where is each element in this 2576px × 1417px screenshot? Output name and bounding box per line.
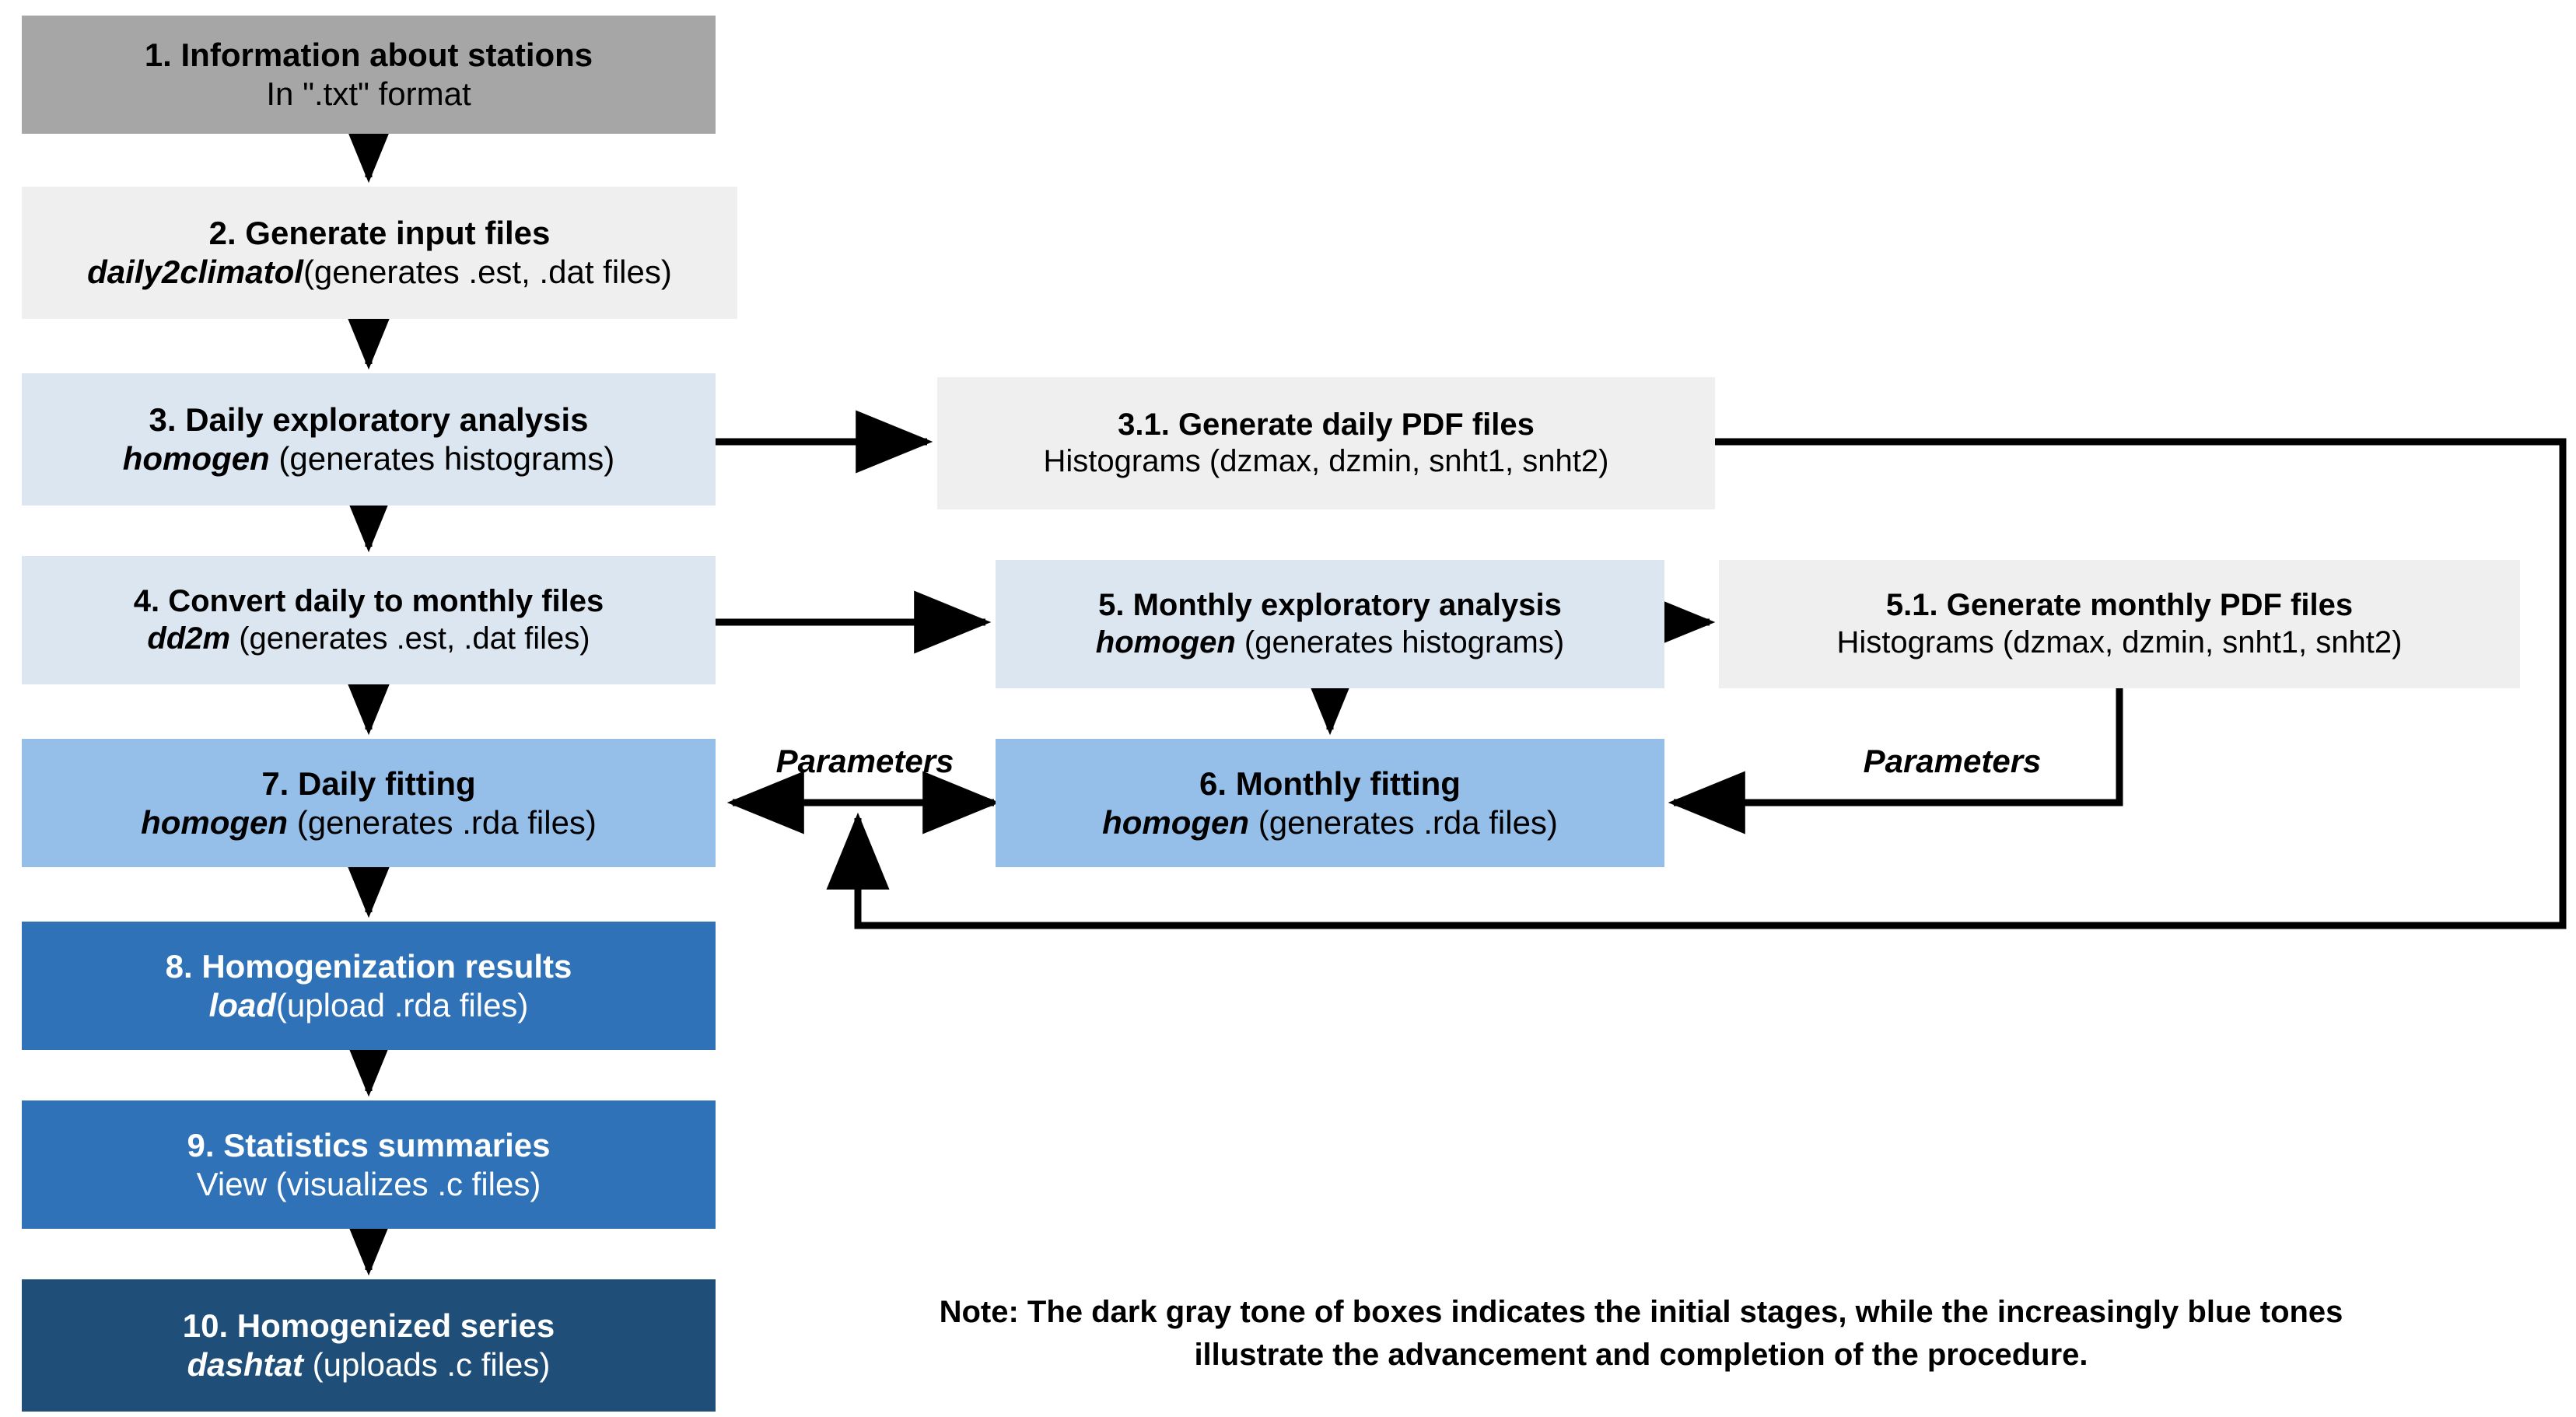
node-1-information-about-stations[interactable]: 1. Information about stations In ".txt" … [22, 16, 716, 134]
node-9-statistics-summaries[interactable]: 9. Statistics summaries View (visualizes… [22, 1100, 716, 1229]
node-7-daily-fitting[interactable]: 7. Daily fitting homogen (generates .rda… [22, 739, 716, 867]
node-8-title: 8. Homogenization results [165, 947, 572, 985]
node-5-title: 5. Monthly exploratory analysis [1098, 588, 1562, 623]
node-5-monthly-exploratory-analysis[interactable]: 5. Monthly exploratory analysis homogen … [996, 560, 1664, 688]
legend-note-line-1: Note: The dark gray tone of boxes indica… [939, 1295, 2343, 1329]
node-8-homogenization-results[interactable]: 8. Homogenization results load(upload .r… [22, 922, 716, 1050]
node-6-subtitle: homogen (generates .rda files) [1102, 803, 1558, 841]
node-2-subtitle: daily2climatol(generates .est, .dat file… [87, 254, 672, 290]
edge-label-parameters-right: Parameters [1863, 743, 2042, 779]
node-9-subtitle: View (visualizes .c files) [196, 1165, 541, 1202]
node-1-title: 1. Information about stations [144, 37, 593, 74]
node-9-title: 9. Statistics summaries [187, 1126, 551, 1163]
node-5-1-title: 5.1. Generate monthly PDF files [1885, 588, 2354, 623]
node-10-subtitle: dashtat (uploads .c files) [187, 1346, 551, 1383]
node-4-convert-daily-to-monthly-files[interactable]: 4. Convert daily to monthly files dd2m (… [22, 556, 716, 684]
node-2-generate-input-files[interactable]: 2. Generate input files daily2climatol(g… [22, 187, 737, 319]
node-3-subtitle: homogen (generates histograms) [122, 440, 615, 477]
node-3-1-generate-daily-pdf-files[interactable]: 3.1. Generate daily PDF files Histograms… [937, 377, 1715, 509]
node-5-1-subtitle: Histograms (dzmax, dzmin, snht1, snht2) [1836, 625, 2403, 660]
node-5-subtitle: homogen (generates histograms) [1095, 625, 1565, 660]
node-4-subtitle: dd2m (generates .est, .dat files) [147, 621, 590, 656]
node-6-monthly-fitting[interactable]: 6. Monthly fitting homogen (generates .r… [996, 739, 1664, 867]
node-5-1-generate-monthly-pdf-files[interactable]: 5.1. Generate monthly PDF files Histogra… [1719, 560, 2520, 688]
node-7-title: 7. Daily fitting [261, 764, 476, 802]
node-3-title: 3. Daily exploratory analysis [149, 401, 589, 439]
node-3-1-title: 3.1. Generate daily PDF files [1118, 407, 1535, 442]
node-10-title: 10. Homogenized series [182, 1307, 555, 1345]
node-7-subtitle: homogen (generates .rda files) [141, 803, 597, 841]
node-3-daily-exploratory-analysis[interactable]: 3. Daily exploratory analysis homogen (g… [22, 373, 716, 506]
node-4-title: 4. Convert daily to monthly files [133, 584, 604, 619]
node-3-1-subtitle: Histograms (dzmax, dzmin, snht1, snht2) [1043, 444, 1609, 478]
edge-label-parameters-left: Parameters [775, 743, 954, 779]
node-2-title: 2. Generate input files [208, 215, 551, 252]
legend-note-line-2: illustrate the advancement and completio… [1194, 1338, 2088, 1373]
node-10-homogenized-series[interactable]: 10. Homogenized series dashtat (uploads … [22, 1279, 716, 1412]
node-6-title: 6. Monthly fitting [1199, 764, 1461, 802]
node-8-subtitle: load(upload .rda files) [208, 986, 529, 1023]
node-1-subtitle: In ".txt" format [266, 75, 471, 112]
legend-note: Note: The dark gray tone of boxes indica… [747, 1291, 2536, 1377]
